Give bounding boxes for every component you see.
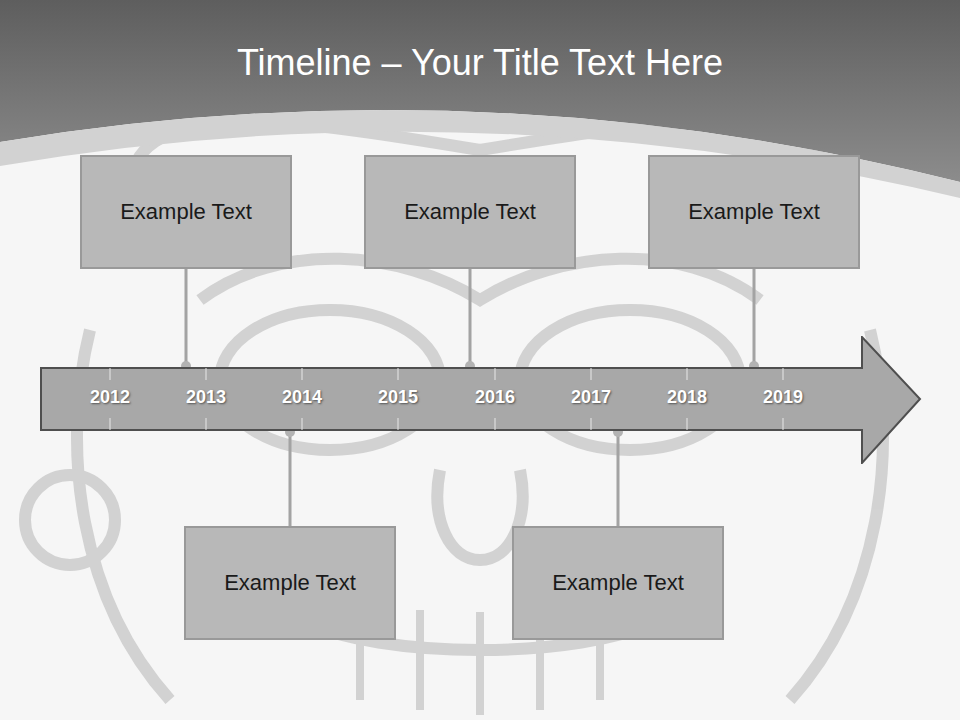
leader-path bbox=[289, 432, 292, 526]
event-text: Example Text bbox=[552, 570, 684, 596]
tick bbox=[302, 368, 303, 380]
earring bbox=[25, 475, 115, 565]
leader-path bbox=[753, 269, 756, 366]
tick bbox=[687, 368, 688, 380]
year-label: 2015 bbox=[378, 387, 418, 408]
tick bbox=[206, 418, 207, 430]
timeline-arrow: 2012 2013 2014 2015 2016 2017 2018 2019 bbox=[40, 336, 922, 464]
year-label: 2017 bbox=[571, 387, 611, 408]
tick bbox=[110, 368, 111, 380]
event-box: Example Text bbox=[364, 155, 576, 269]
nose bbox=[437, 470, 522, 560]
event-box: Example Text bbox=[648, 155, 860, 269]
year-ticks bbox=[110, 368, 783, 430]
event-box: Example Text bbox=[80, 155, 292, 269]
year-label: 2019 bbox=[763, 387, 803, 408]
tick bbox=[398, 418, 399, 430]
leader-line bbox=[749, 269, 759, 371]
tick bbox=[783, 418, 784, 430]
leader-path bbox=[469, 269, 472, 366]
event-text: Example Text bbox=[120, 199, 252, 225]
leader-line bbox=[613, 427, 623, 526]
year-label: 2012 bbox=[90, 387, 130, 408]
tick bbox=[398, 368, 399, 380]
tick bbox=[687, 418, 688, 430]
year-label: 2016 bbox=[475, 387, 515, 408]
leader-path bbox=[185, 269, 188, 366]
year-label: 2013 bbox=[186, 387, 226, 408]
tick bbox=[591, 418, 592, 430]
leader-line bbox=[285, 427, 295, 526]
event-text: Example Text bbox=[404, 199, 536, 225]
event-text: Example Text bbox=[688, 199, 820, 225]
slide-title: Timeline – Your Title Text Here bbox=[0, 42, 960, 84]
leader-line bbox=[181, 269, 191, 371]
tick bbox=[206, 368, 207, 380]
arrow-body bbox=[41, 337, 920, 463]
tick bbox=[783, 368, 784, 380]
year-label: 2018 bbox=[667, 387, 707, 408]
tick bbox=[591, 368, 592, 380]
event-box: Example Text bbox=[184, 526, 396, 640]
year-label: 2014 bbox=[282, 387, 322, 408]
tick bbox=[302, 418, 303, 430]
tick bbox=[110, 418, 111, 430]
leader-line bbox=[465, 269, 475, 371]
leader-path bbox=[617, 432, 620, 526]
tick bbox=[495, 368, 496, 380]
tick bbox=[495, 418, 496, 430]
event-box: Example Text bbox=[512, 526, 724, 640]
event-text: Example Text bbox=[224, 570, 356, 596]
